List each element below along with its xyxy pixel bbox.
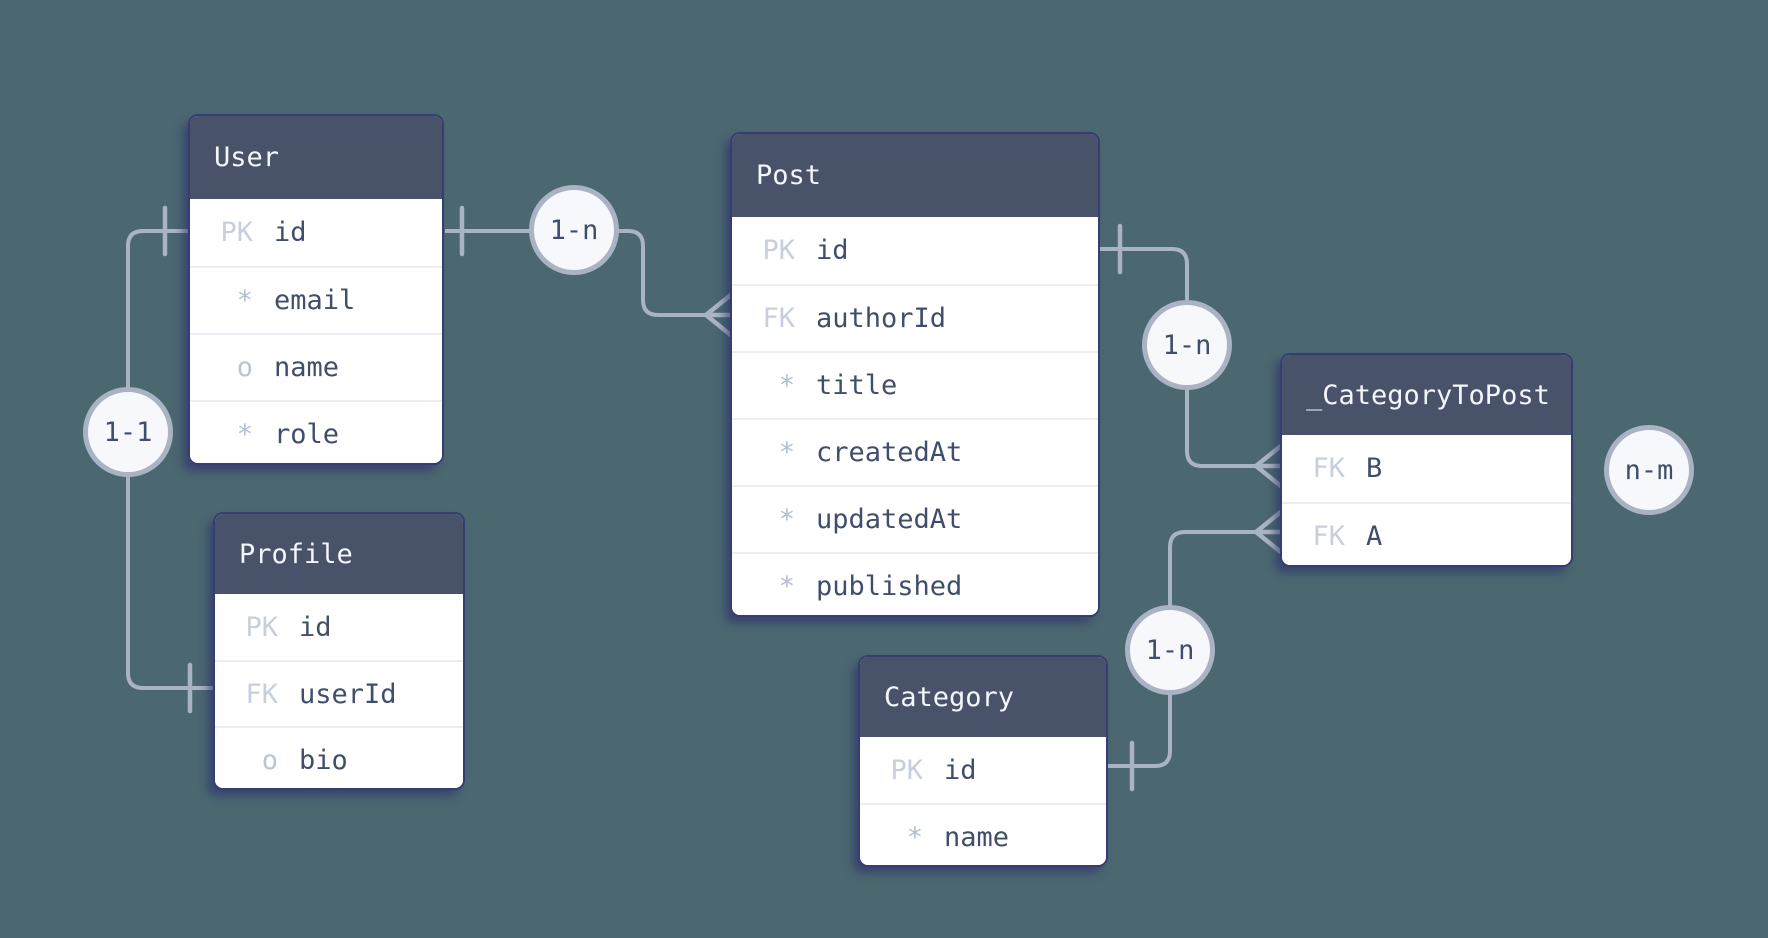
entity-row-role: * role bbox=[190, 400, 442, 463]
primary-key-badge: PK bbox=[762, 235, 795, 266]
required-marker-icon: * bbox=[778, 504, 795, 535]
field-name: createdAt bbox=[816, 437, 963, 468]
primary-key-badge: PK bbox=[890, 754, 923, 786]
entity-row-id: PK id bbox=[215, 594, 463, 660]
entity-title: Category bbox=[860, 657, 1106, 737]
entity-row-b: FK B bbox=[1282, 435, 1571, 502]
many-marker bbox=[1253, 508, 1286, 556]
entity-row-authorid: FK authorId bbox=[732, 284, 1098, 351]
field-name: id bbox=[274, 217, 307, 248]
entity-title-text: Category bbox=[884, 681, 1015, 713]
foreign-key-badge: FK bbox=[1312, 521, 1345, 552]
entity-title: User bbox=[190, 116, 442, 199]
relationship-badge-user-profile: 1-1 bbox=[83, 387, 173, 477]
relationship-badge-user-post: 1-n bbox=[529, 185, 619, 275]
field-name: email bbox=[274, 285, 356, 316]
field-name: B bbox=[1366, 453, 1383, 484]
required-marker-icon: * bbox=[236, 419, 253, 450]
entity-title-text: Post bbox=[756, 160, 822, 191]
optional-marker-icon: o bbox=[236, 352, 253, 383]
entity-row-title: * title bbox=[732, 351, 1098, 418]
field-name: updatedAt bbox=[816, 504, 963, 535]
entity-row-id: PK id bbox=[732, 217, 1098, 284]
relationship-badge-post-categorytopost: 1-n bbox=[1142, 300, 1232, 390]
entity-title: _CategoryToPost bbox=[1282, 355, 1571, 435]
entity-row-name: * name bbox=[860, 803, 1106, 865]
field-name: role bbox=[274, 419, 340, 450]
field-name: A bbox=[1366, 521, 1383, 552]
required-marker-icon: * bbox=[906, 821, 923, 853]
optional-marker-icon: o bbox=[261, 744, 278, 776]
entity-title-text: Profile bbox=[239, 538, 353, 570]
field-name: id bbox=[816, 235, 849, 266]
entity-row-updatedat: * updatedAt bbox=[732, 485, 1098, 552]
field-name: title bbox=[816, 370, 898, 401]
entity-title-text: _CategoryToPost bbox=[1306, 379, 1550, 411]
entity-row-a: FK A bbox=[1282, 502, 1571, 565]
foreign-key-badge: FK bbox=[1312, 453, 1345, 484]
required-marker-icon: * bbox=[778, 571, 795, 602]
entity-row-id: PK id bbox=[190, 199, 442, 266]
many-marker bbox=[703, 291, 736, 339]
entity-row-email: * email bbox=[190, 266, 442, 333]
field-name: name bbox=[944, 821, 1010, 853]
many-marker bbox=[1253, 442, 1286, 490]
field-name: id bbox=[944, 754, 977, 786]
required-marker-icon: * bbox=[778, 370, 795, 401]
foreign-key-badge: FK bbox=[762, 303, 795, 334]
primary-key-badge: PK bbox=[245, 611, 278, 643]
field-name: name bbox=[274, 352, 340, 383]
field-name: published bbox=[816, 571, 963, 602]
field-name: bio bbox=[299, 744, 348, 776]
field-name: id bbox=[299, 611, 332, 643]
entity-title: Profile bbox=[215, 514, 463, 594]
entity-row-id: PK id bbox=[860, 737, 1106, 803]
required-marker-icon: * bbox=[236, 285, 253, 316]
relationship-badge-category-categorytopost: 1-n bbox=[1125, 605, 1215, 695]
foreign-key-badge: FK bbox=[245, 678, 278, 710]
field-name: authorId bbox=[816, 303, 947, 334]
entity-row-userid: FK userId bbox=[215, 660, 463, 726]
primary-key-badge: PK bbox=[220, 217, 253, 248]
relationship-badge-categorytopost-nm: n-m bbox=[1604, 425, 1694, 515]
field-name: userId bbox=[299, 678, 397, 710]
entity-title: Post bbox=[732, 134, 1098, 217]
entity-title-text: User bbox=[214, 142, 280, 173]
required-marker-icon: * bbox=[778, 437, 795, 468]
entity-row-published: * published bbox=[732, 552, 1098, 615]
entity-row-createdat: * createdAt bbox=[732, 418, 1098, 485]
